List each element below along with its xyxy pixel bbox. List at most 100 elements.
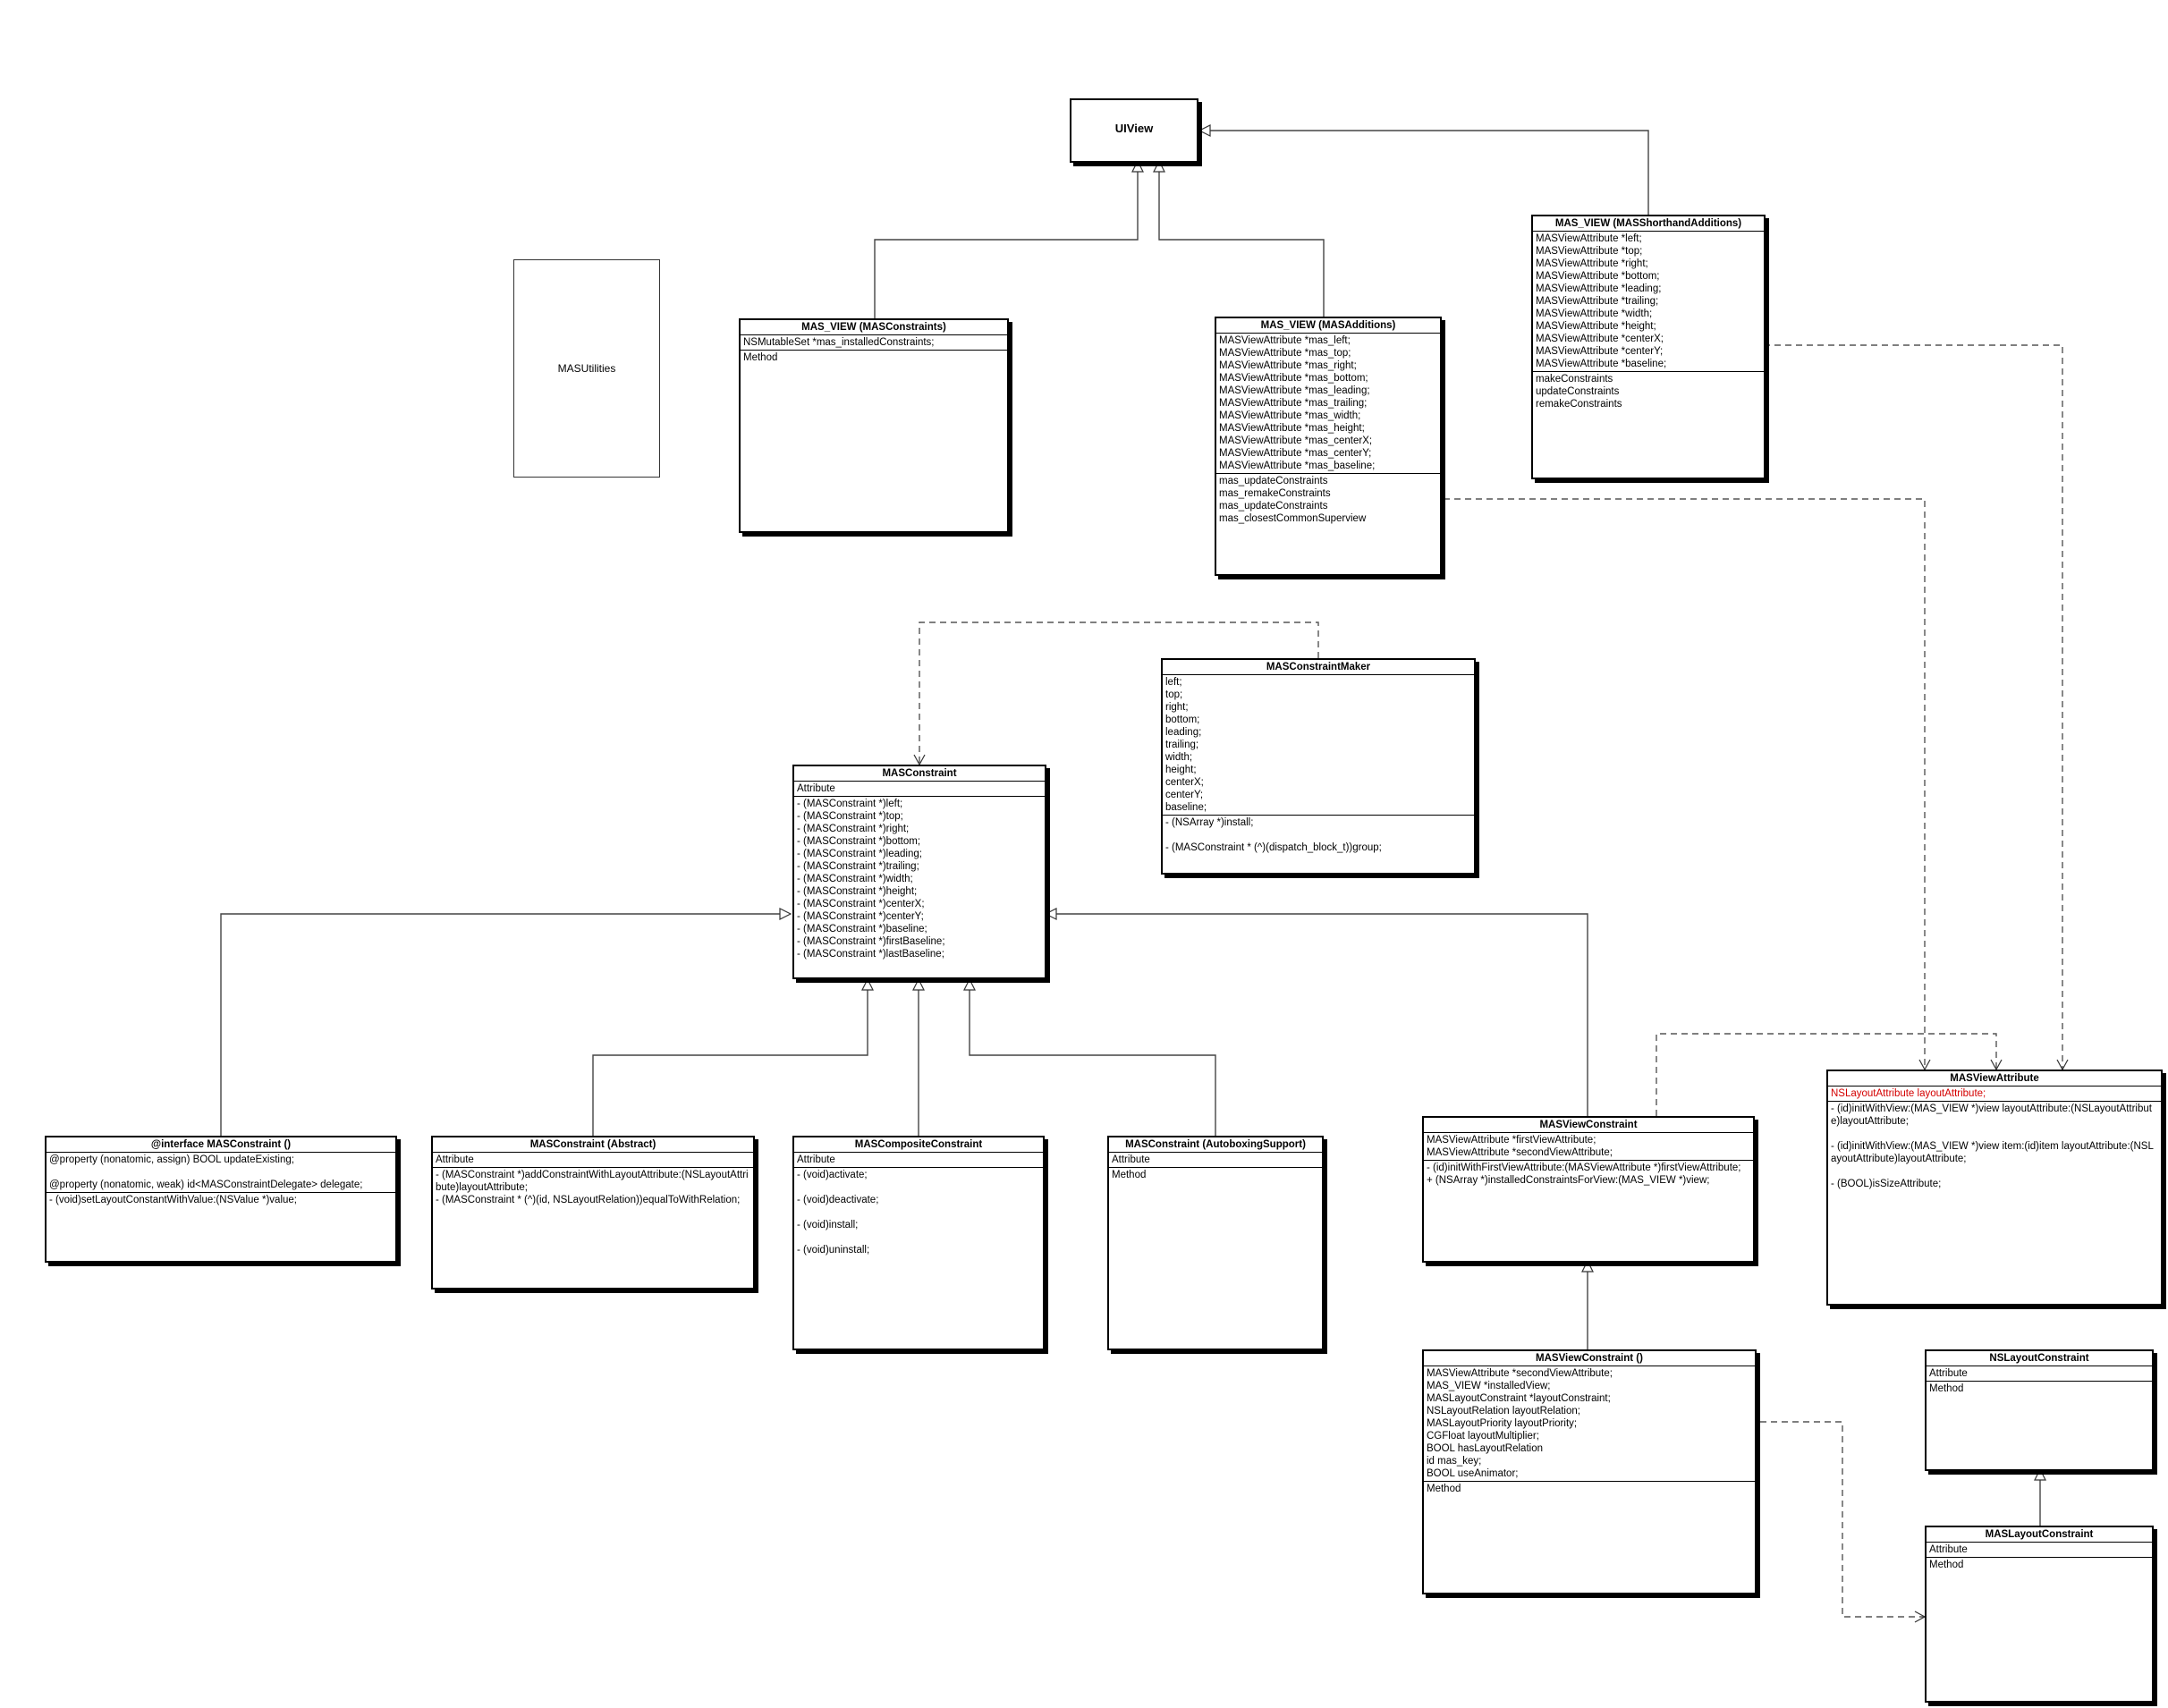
method-line: - (void)uninstall; xyxy=(797,1245,870,1256)
methods-compartment: - (id)initWithFirstViewAttribute:(MASVie… xyxy=(1424,1161,1753,1188)
attribute-line: left; xyxy=(1165,677,1182,688)
class-title: MASViewConstraint () xyxy=(1424,1351,1755,1366)
attribute-line: MASViewAttribute *height; xyxy=(1536,321,1656,332)
attribute-line: trailing; xyxy=(1165,740,1199,750)
attribute-line: Attribute xyxy=(1929,1544,1968,1555)
class-masutilities[interactable]: MASUtilities xyxy=(513,259,660,478)
attributes-compartment: Attribute xyxy=(1109,1153,1322,1168)
attribute-line: MASViewAttribute *baseline; xyxy=(1536,359,1667,369)
attribute-line xyxy=(49,1166,393,1179)
attribute-line: centerX; xyxy=(1165,777,1204,788)
method-line: - (MASConstraint *)lastBaseline; xyxy=(797,949,944,960)
method-line xyxy=(1831,1165,2158,1178)
attribute-line: MASViewAttribute *leading; xyxy=(1536,283,1662,294)
methods-compartment: - (MASConstraint *)addConstraintWithLayo… xyxy=(433,1168,753,1207)
method-line: + (NSArray *)installedConstraintsForView… xyxy=(1427,1175,1710,1186)
attributes-compartment: Attribute xyxy=(1927,1543,2152,1558)
method-line xyxy=(1831,1128,2158,1140)
generalization-shorthand-uiview xyxy=(1199,131,1649,215)
class-title: MASConstraint xyxy=(794,766,1045,782)
class-mas-view-masadditions[interactable]: MAS_VIEW (MASAdditions) MASViewAttribute … xyxy=(1215,317,1442,576)
attribute-line: right; xyxy=(1165,702,1189,713)
method-line: - (MASConstraint *)left; xyxy=(797,799,903,809)
attribute-line: MASViewAttribute *mas_centerY; xyxy=(1219,448,1372,459)
attribute-line: MAS_VIEW *installedView; xyxy=(1427,1381,1551,1391)
attribute-line: id mas_key; xyxy=(1427,1456,1482,1467)
attribute-line: MASViewAttribute *firstViewAttribute; xyxy=(1427,1135,1596,1146)
method-line: - (NSArray *)install; xyxy=(1165,817,1254,828)
attributes-compartment: NSLayoutAttribute layoutAttribute; xyxy=(1828,1087,2161,1102)
method-line: - (MASConstraint * (^)(id, NSLayoutRelat… xyxy=(436,1195,741,1205)
method-line: - (MASConstraint *)height; xyxy=(797,886,918,897)
method-line: - (MASConstraint *)centerX; xyxy=(797,899,925,909)
methods-compartment: Method xyxy=(1927,1558,2152,1572)
method-line: - (MASConstraint *)addConstraintWithLayo… xyxy=(436,1170,749,1193)
attribute-line: MASViewAttribute *centerX; xyxy=(1536,334,1664,344)
attribute-line: MASViewAttribute *right; xyxy=(1536,258,1648,269)
generalization-masconstraints-uiview xyxy=(874,161,1138,318)
method-line: Method xyxy=(1112,1170,1147,1180)
method-line: - (MASConstraint *)bottom; xyxy=(797,836,921,847)
methods-compartment: mas_updateConstraints mas_remakeConstrain… xyxy=(1216,474,1440,526)
method-line: mas_remakeConstraints xyxy=(1219,488,1331,499)
attribute-line: MASViewAttribute *bottom; xyxy=(1536,271,1660,282)
attribute-line: MASViewAttribute *centerY; xyxy=(1536,346,1664,357)
method-line: - (void)install; xyxy=(797,1220,859,1230)
class-masconstraint-abstract[interactable]: MASConstraint (Abstract)Attribute - (MASC… xyxy=(431,1136,755,1289)
class-masviewconstraint-extension[interactable]: MASViewConstraint ()MASViewAttribute *se… xyxy=(1422,1349,1757,1594)
attribute-line: top; xyxy=(1165,689,1183,700)
method-line: mas_updateConstraints xyxy=(1219,501,1328,512)
attribute-line: height; xyxy=(1165,765,1197,775)
attributes-compartment: Attribute xyxy=(794,782,1045,797)
class-title: MASLayoutConstraint xyxy=(1927,1527,2152,1543)
class-title: MASConstraintMaker xyxy=(1163,660,1474,675)
class-mas-view-masconstraints[interactable]: MAS_VIEW (MASConstraints) NSMutableSet *m… xyxy=(739,318,1009,533)
method-line: remakeConstraints xyxy=(1536,399,1622,410)
method-line: - (BOOL)isSizeAttribute; xyxy=(1831,1179,1942,1189)
attributes-compartment: MASViewAttribute *firstViewAttribute;MAS… xyxy=(1424,1133,1753,1161)
class-title: MAS_VIEW (MASAdditions) xyxy=(1216,318,1440,334)
methods-compartment: - (NSArray *)install;- (MASConstraint * … xyxy=(1163,816,1474,855)
generalization-autoboxing-masconstraint xyxy=(970,979,1216,1136)
method-line: - (void)deactivate; xyxy=(797,1195,879,1205)
generalization-abstract-masconstraint xyxy=(592,979,868,1136)
class-mas-view-masshorthandadditions[interactable]: MAS_VIEW (MASShorthandAdditions)MASViewA… xyxy=(1531,215,1766,479)
attributes-compartment: Attribute xyxy=(433,1153,753,1168)
attribute-line: MASViewAttribute *width; xyxy=(1536,309,1653,319)
class-interface-masconstraint[interactable]: @interface MASConstraint ()@property (no… xyxy=(45,1136,397,1263)
attribute-line: Attribute xyxy=(797,783,835,794)
attribute-line: MASViewAttribute *trailing; xyxy=(1536,296,1659,307)
attribute-line: MASViewAttribute *mas_width; xyxy=(1219,410,1361,421)
attribute-line: MASViewAttribute *mas_trailing; xyxy=(1219,398,1368,409)
attribute-line: NSMutableSet *mas_installedConstraints; xyxy=(743,337,935,348)
attribute-line: MASViewAttribute *mas_top; xyxy=(1219,348,1351,359)
class-title: MAS_VIEW (MASConstraints) xyxy=(741,320,1007,335)
class-masconstraint-autoboxingsupport[interactable]: MASConstraint (AutoboxingSupport)Attribu… xyxy=(1107,1136,1324,1350)
methods-compartment: - (void)activate; - (void)deactivate; - (v… xyxy=(794,1168,1043,1257)
generalization-interface-masconstraint xyxy=(220,914,791,1136)
methods-compartment: Method xyxy=(741,351,1007,365)
class-uiview[interactable]: UIView xyxy=(1070,98,1198,163)
attribute-line: NSLayoutAttribute layoutAttribute; xyxy=(1831,1088,1986,1099)
attribute-line: @property (nonatomic, assign) BOOL updat… xyxy=(49,1154,294,1165)
dependency-ext-maslayoutconstraint xyxy=(1760,1421,1927,1623)
attribute-line: CGFloat layoutMultiplier; xyxy=(1427,1431,1539,1442)
attributes-compartment: MASViewAttribute *secondViewAttribute; MA… xyxy=(1424,1366,1755,1482)
method-line: - (void)activate; xyxy=(797,1170,868,1180)
method-line: - (MASConstraint *)firstBaseline; xyxy=(797,936,945,947)
methods-compartment: - (void)setLayoutConstantWithValue:(NSVa… xyxy=(47,1193,395,1207)
attribute-line: MASViewAttribute *mas_centerX; xyxy=(1219,435,1373,446)
class-title: MASConstraint (Abstract) xyxy=(433,1137,753,1153)
attribute-line: MASViewAttribute *secondViewAttribute; xyxy=(1427,1368,1613,1379)
method-line: - (MASConstraint *)baseline; xyxy=(797,924,927,934)
attribute-line: MASViewAttribute *mas_height; xyxy=(1219,423,1365,434)
